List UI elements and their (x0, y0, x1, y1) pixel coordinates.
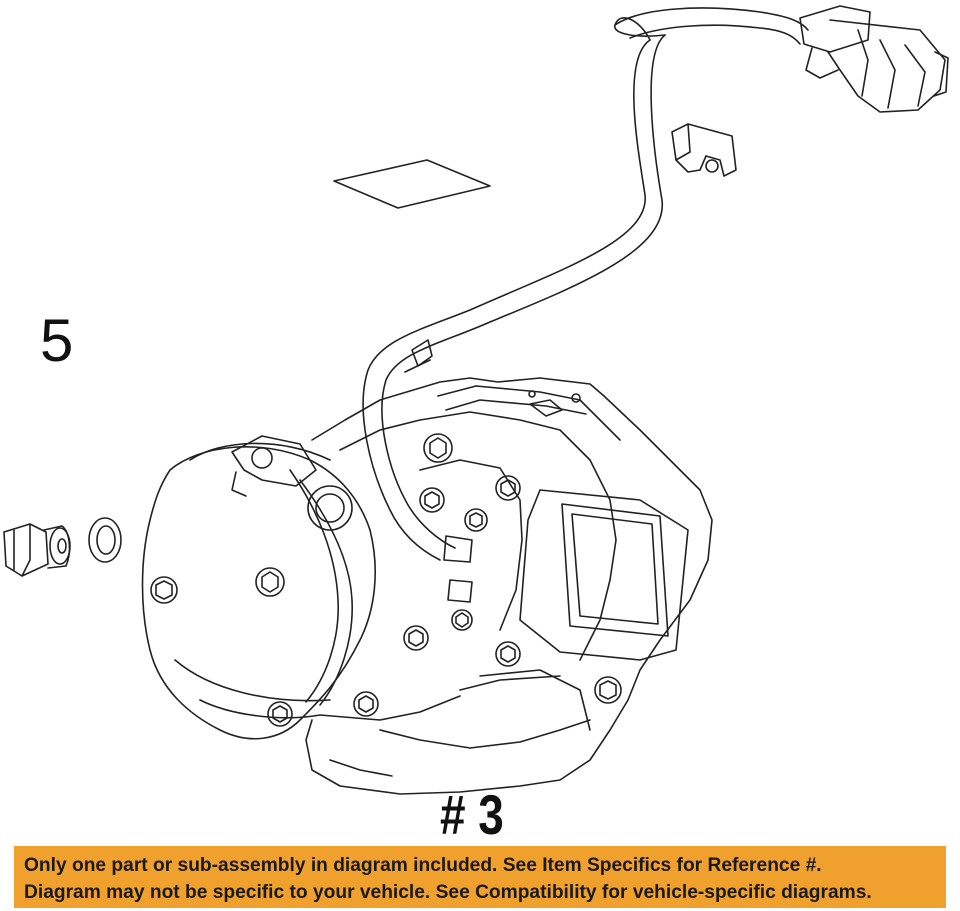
compressor-body (141, 377, 713, 795)
o-ring-seal (88, 517, 122, 563)
bolt (495, 641, 521, 667)
callout-label-5: 5 (40, 307, 74, 374)
electrical-connector (799, 5, 949, 113)
bolt (495, 475, 521, 501)
bolt (255, 567, 285, 597)
callout-label-3: # 3 (440, 783, 504, 846)
bolt (150, 576, 178, 604)
bolt (423, 433, 453, 463)
bolt (464, 508, 488, 532)
compressor-parts-diagram (3, 5, 949, 795)
bolt (267, 701, 293, 727)
fitting-plug (3, 523, 71, 577)
disclaimer-line-2: Diagram may not be specific to your vehi… (24, 882, 872, 903)
disclaimer-line-1: Only one part or sub-assembly in diagram… (24, 855, 822, 876)
disclaimer-banner: Only one part or sub-assembly in diagram… (14, 846, 946, 908)
bolt (594, 676, 622, 704)
wiring-harness (362, 7, 809, 561)
bolt (403, 625, 429, 651)
bolt (451, 609, 473, 631)
bolt (419, 487, 445, 513)
mounting-bolts (150, 433, 622, 727)
label-plate (333, 159, 491, 209)
bolt (353, 691, 379, 717)
